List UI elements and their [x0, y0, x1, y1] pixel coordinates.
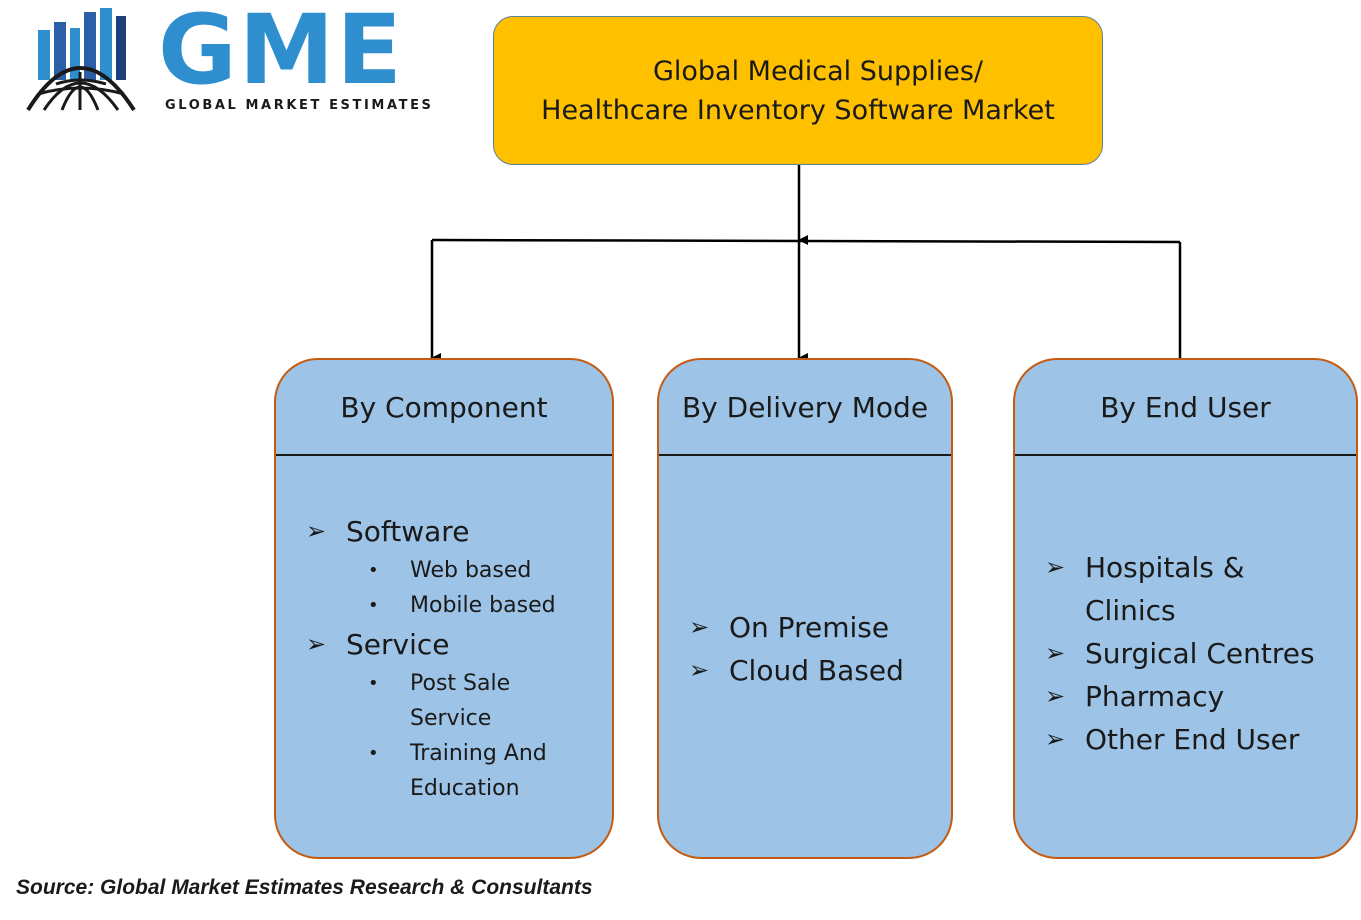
list-item: ➢ Software	[306, 510, 606, 553]
gme-logo: GME GLOBAL MARKET ESTIMATES	[22, 0, 467, 116]
segment-card-delivery-mode: By Delivery Mode ➢ On Premise ➢ Cloud Ba…	[657, 358, 953, 859]
list-item: ➢ On Premise	[689, 606, 904, 649]
list-item: ➢ Service	[306, 623, 606, 666]
logo-tagline: GLOBAL MARKET ESTIMATES	[165, 98, 434, 113]
sub-list-item: • Training And Education	[306, 736, 570, 806]
arrow-bullet-icon: ➢	[1045, 553, 1066, 581]
list-item: ➢ Pharmacy	[1045, 675, 1345, 718]
list-item: ➢ Other End User	[1045, 718, 1345, 761]
bullet-dot-icon: •	[368, 743, 379, 764]
sub-list: • Web based • Mobile based	[306, 553, 606, 623]
globe-bar-chart-icon	[26, 8, 136, 112]
list-item-label: Software	[346, 515, 470, 548]
arrow-bullet-icon: ➢	[1045, 682, 1066, 710]
list-item-label: Pharmacy	[1085, 680, 1225, 713]
list-item: ➢ Cloud Based	[689, 649, 904, 692]
segment-title: By Component	[276, 360, 612, 456]
list-item-label: Service	[346, 628, 450, 661]
arrow-bullet-icon: ➢	[1045, 725, 1066, 753]
sub-list: • Post Sale Service • Training And Educati…	[306, 666, 606, 806]
segment-list: ➢ On Premise ➢ Cloud Based	[689, 606, 904, 692]
segment-list: ➢ Software • Web based • Mobile based ➢ Se…	[306, 510, 606, 806]
sub-item-label: Post Sale Service	[410, 671, 511, 731]
logo-letters: GME	[158, 0, 404, 106]
source-caption: Source: Global Market Estimates Research…	[16, 876, 593, 899]
sub-list-item: • Post Sale Service	[306, 666, 570, 736]
list-item-label: On Premise	[729, 611, 890, 644]
bullet-dot-icon: •	[368, 595, 379, 616]
list-item-label: Surgical Centres	[1085, 637, 1315, 670]
list-item: ➢ Hospitals & Clinics	[1045, 546, 1295, 632]
sub-list-container: • Web based • Mobile based	[306, 553, 606, 623]
arrow-bullet-icon: ➢	[306, 517, 327, 545]
sub-item-label: Training And Education	[410, 741, 547, 801]
root-title-line-1: Global Medical Supplies/	[652, 55, 984, 87]
sub-list-item: • Mobile based	[306, 588, 606, 623]
bullet-dot-icon: •	[368, 560, 379, 581]
root-title-line-2: Healthcare Inventory Software Market	[541, 94, 1055, 126]
arrow-bullet-icon: ➢	[306, 630, 327, 658]
bullet-dot-icon: •	[368, 673, 379, 694]
segment-title: By Delivery Mode	[659, 360, 951, 456]
sub-list-item: • Web based	[306, 553, 606, 588]
segment-title: By End User	[1015, 360, 1356, 456]
list-item: ➢ Surgical Centres	[1045, 632, 1345, 675]
sub-item-label: Web based	[410, 558, 532, 583]
arrow-bullet-icon: ➢	[689, 613, 710, 641]
list-item-label: Cloud Based	[729, 654, 904, 687]
list-item-label: Other End User	[1085, 723, 1300, 756]
arrow-bullet-icon: ➢	[689, 656, 710, 684]
branch-line	[431, 238, 1181, 244]
root-node: Global Medical Supplies/ Healthcare Inve…	[493, 16, 1103, 165]
arrow-bullet-icon: ➢	[1045, 639, 1066, 667]
segment-list: ➢ Hospitals & Clinics ➢ Surgical Centres…	[1045, 546, 1345, 761]
sub-item-label: Mobile based	[410, 593, 556, 618]
segment-card-component: By Component ➢ Software • Web based • Mobi…	[274, 358, 614, 859]
segment-card-end-user: By End User ➢ Hospitals & Clinics ➢ Surg…	[1013, 358, 1358, 859]
sub-list-container: • Post Sale Service • Training And Educati…	[306, 666, 606, 806]
list-item-label: Hospitals & Clinics	[1085, 551, 1245, 627]
